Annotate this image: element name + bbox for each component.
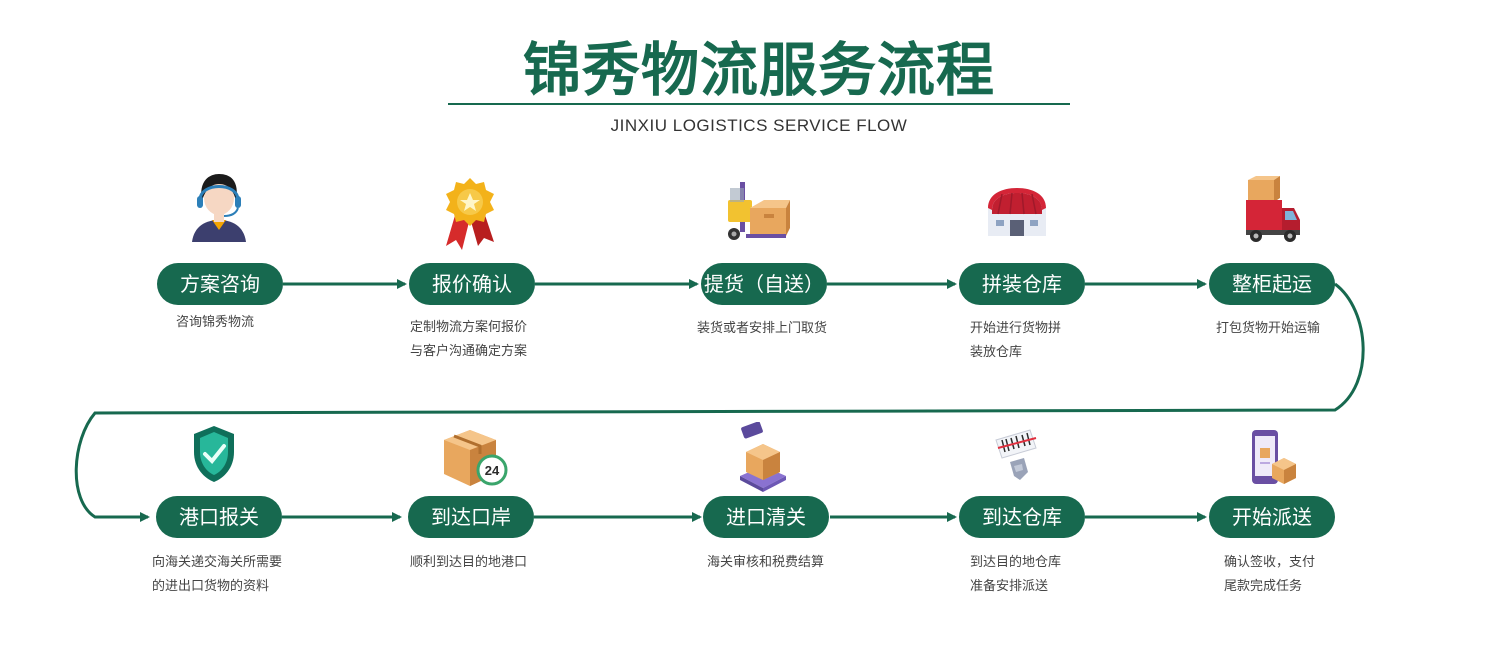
forklift-icon	[728, 182, 790, 240]
page-title: 锦秀物流服务流程	[522, 36, 995, 104]
step-desc-10: 确认签收，支付 尾款完成任务	[1224, 551, 1315, 599]
step-desc-line: 打包货物开始运输	[1216, 321, 1321, 336]
package-scan-icon	[740, 422, 786, 492]
step-desc-5: 打包货物开始运输	[1216, 317, 1320, 341]
step-pill-5: 整柜起运	[1209, 263, 1335, 305]
connector-5-6	[74, 282, 1365, 522]
shield-check-icon	[194, 426, 234, 482]
box-24h-icon: 24	[444, 430, 508, 486]
step-desc-line: 向海关递交海关所需要	[152, 555, 283, 570]
step-pill-2: 报价确认	[409, 263, 535, 305]
step-desc-line: 确认签收，支付	[1224, 555, 1316, 570]
step-desc-line: 尾款完成任务	[1224, 579, 1303, 594]
step-desc-line: 咨询锦秀物流	[176, 315, 255, 330]
svg-text:24: 24	[485, 463, 500, 478]
step-desc-9: 到达目的地仓库 准备安排派送	[970, 551, 1061, 599]
step-pill-6: 港口报关	[156, 496, 282, 538]
step-desc-line: 装放仓库	[970, 345, 1023, 360]
page-subtitle: JINXIU LOGISTICS SERVICE FLOW	[610, 116, 908, 135]
step-desc-8: 海关审核和税费结算	[707, 551, 824, 575]
step-desc-4: 开始进行货物拼 装放仓库	[970, 317, 1061, 365]
step-desc-6: 向海关递交海关所需要 的进出口货物的资料	[152, 551, 282, 599]
step-desc-line: 准备安排派送	[970, 579, 1049, 594]
phone-delivery-icon	[1252, 430, 1296, 484]
truck-icon	[1246, 176, 1300, 242]
step-desc-line: 顺利到达目的地港口	[410, 555, 528, 570]
step-desc-1: 咨询锦秀物流	[176, 311, 254, 335]
step-desc-line: 定制物流方案何报价	[410, 320, 528, 335]
step-desc-2: 定制物流方案何报价 与客户沟通确定方案	[410, 316, 527, 364]
step-pill-9: 到达仓库	[959, 496, 1085, 538]
step-desc-line: 到达目的地仓库	[970, 555, 1062, 570]
warehouse-icon	[988, 188, 1046, 236]
step-desc-3: 装货或者安排上门取货	[697, 317, 827, 341]
customer-service-icon	[192, 174, 246, 242]
step-desc-line: 装货或者安排上门取货	[697, 321, 828, 336]
step-pill-3: 提货（自送）	[701, 263, 827, 305]
step-desc-line: 与客户沟通确定方案	[410, 344, 528, 359]
step-desc-7: 顺利到达目的地港口	[410, 551, 527, 575]
barcode-scanner-icon	[995, 429, 1037, 480]
step-pill-4: 拼装仓库	[959, 263, 1085, 305]
step-pill-10: 开始派送	[1209, 496, 1335, 538]
title-underline	[448, 103, 1070, 105]
award-ribbon-icon	[446, 178, 494, 250]
step-pill-8: 进口清关	[703, 496, 829, 538]
step-desc-line: 海关审核和税费结算	[707, 555, 825, 570]
step-pill-7: 到达口岸	[408, 496, 534, 538]
step-desc-line: 开始进行货物拼	[970, 321, 1062, 336]
step-pill-1: 方案咨询	[157, 263, 283, 305]
step-desc-line: 的进出口货物的资料	[152, 579, 270, 594]
